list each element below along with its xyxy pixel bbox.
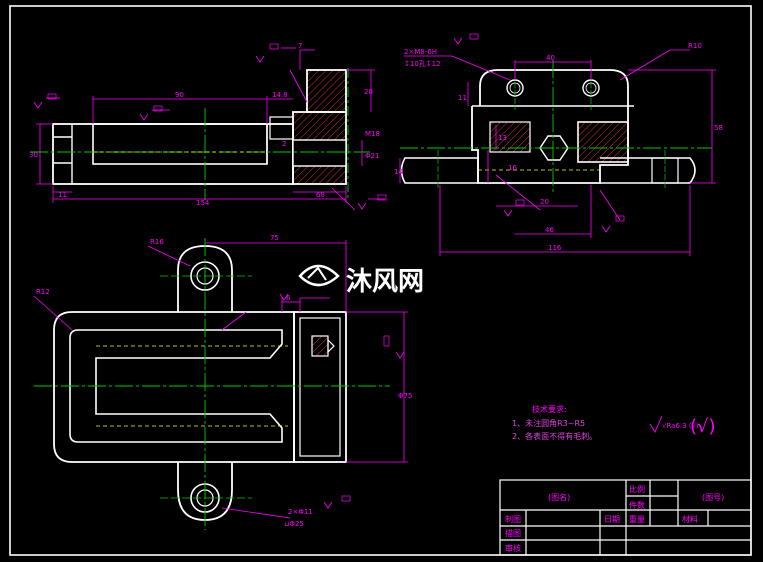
roughness-text: √Ra6.3 (√) [662, 422, 699, 430]
dim-58: 58 [714, 124, 723, 132]
tb-qty: 件数 [629, 500, 645, 510]
dim-46: 46 [545, 226, 554, 234]
drawing-border [9, 5, 752, 556]
svg-text:(√): (√) [690, 416, 716, 437]
dim-20: 20 [364, 88, 373, 96]
top-channel [69, 329, 283, 443]
tb-reviewer: 审核 [505, 543, 521, 553]
title-block [499, 479, 752, 556]
dim-depth: ↧10孔↧12 [404, 60, 441, 68]
dim-r16: R16 [150, 238, 164, 246]
dim-13: 13 [498, 134, 507, 142]
notes-line-1: 1、未注圆角R3~R5 [512, 418, 585, 428]
tb-scale: 比例 [629, 484, 645, 494]
dim-r12: R12 [36, 288, 50, 296]
dim-2: 2 [282, 140, 286, 148]
dim-14-8: 14.8 [272, 91, 288, 99]
dim-154: 154 [196, 199, 210, 207]
dim-16: 16 [508, 164, 517, 172]
dim-m18: M18 [365, 130, 380, 138]
dim-14: 14 [394, 168, 403, 176]
tb-drawing-name: (图名) [548, 492, 570, 502]
dim-75: 75 [270, 234, 279, 242]
dim-cbore: ⊔Φ25 [284, 520, 304, 528]
watermark-text: 沐风网 [346, 267, 424, 297]
dim-7: 7 [298, 42, 302, 50]
roughness-symbol: √Ra6.3 (√) (√) [649, 415, 716, 437]
dim-phi75: Φ75 [398, 392, 412, 400]
notes-line-2: 2、各表面不得有毛刺。 [512, 431, 597, 441]
dim-holes: 2×Φ11 [288, 508, 313, 516]
notes-heading: 技术要求: [532, 404, 567, 414]
tb-date: 日期 [604, 515, 620, 524]
dim-11: 11 [58, 191, 67, 199]
dim-phi21: Φ21 [365, 152, 379, 160]
top-end-cap [293, 311, 347, 463]
dim-40: 40 [546, 54, 555, 62]
watermark: 沐风网 [298, 264, 424, 297]
tb-material: 材料 [682, 514, 698, 524]
technical-notes: 技术要求: 1、未注圆角R3~R5 2、各表面不得有毛刺。 [512, 404, 597, 441]
dim-20b: 20 [540, 198, 549, 206]
watermark-logo-icon [298, 264, 340, 287]
dim-68: 68 [316, 191, 325, 199]
dim-30: 30 [29, 151, 38, 159]
tb-designer: 制图 [505, 514, 521, 524]
dim-thread: 2×M8-6H [404, 48, 437, 56]
dim-r10: R10 [688, 42, 702, 50]
side-view: 2×M8-6H ↧10孔↧12 40 R10 58 11 13 16 14 20… [394, 33, 723, 256]
dim-116: 116 [548, 244, 562, 252]
dim-6: 6 [286, 294, 291, 302]
top-view: 75 R16 R12 6 Φ75 2×Φ11 ⊔Φ25 [33, 234, 412, 530]
tb-drawing-no: (图号) [702, 493, 724, 502]
top-body-outline [53, 311, 295, 463]
front-lug [306, 69, 347, 113]
dim-90: 90 [175, 91, 184, 99]
front-view: 90 14.8 7 20 30 11 154 68 M18 Φ21 2 [29, 42, 387, 211]
side-body-outline [471, 106, 629, 184]
tb-weight: 重量 [629, 514, 645, 524]
tb-checker: 描图 [505, 528, 521, 538]
dim-11b: 11 [458, 94, 467, 102]
